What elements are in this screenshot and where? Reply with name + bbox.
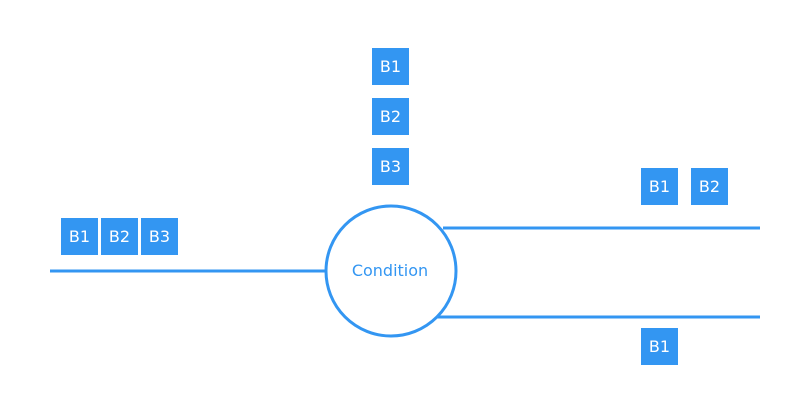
- left-box-b1: B1: [61, 218, 98, 255]
- top-box-b2: B2: [372, 98, 409, 135]
- condition-node: [324, 204, 458, 338]
- right-lower-box-b1: B1: [641, 328, 678, 365]
- top-box-b1: B1: [372, 48, 409, 85]
- left-box-b2: B2: [101, 218, 138, 255]
- right-upper-box-b2: B2: [691, 168, 728, 205]
- left-box-b3: B3: [141, 218, 178, 255]
- condition-label: Condition: [351, 261, 429, 280]
- top-box-b3: B3: [372, 148, 409, 185]
- right-upper-box-b1: B1: [641, 168, 678, 205]
